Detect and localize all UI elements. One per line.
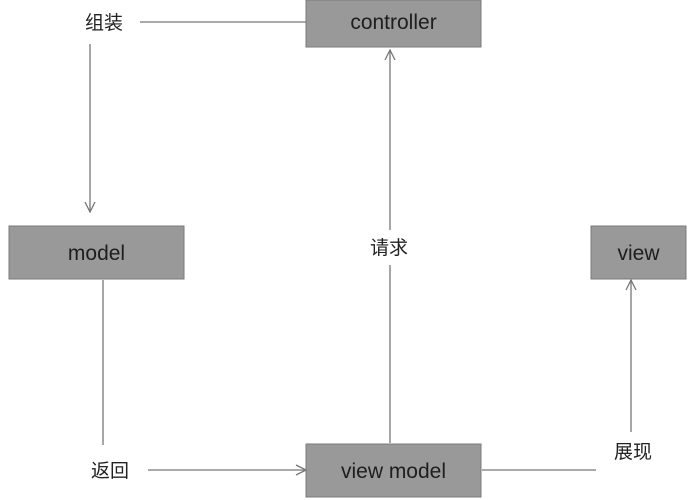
node-view: view	[590, 225, 687, 280]
edge-label-return: 返回	[91, 460, 129, 482]
node-model-label: model	[68, 242, 125, 265]
edge-label-request: 请求	[370, 237, 408, 259]
node-controller: controller	[305, 0, 482, 48]
node-view-label: view	[617, 242, 660, 265]
edge-label-assemble: 组装	[85, 12, 123, 34]
node-view-model-label: view model	[341, 460, 446, 483]
node-view-model: view model	[305, 443, 482, 498]
node-model: model	[8, 225, 185, 280]
node-controller-label: controller	[350, 11, 436, 34]
edge-label-display: 展现	[614, 442, 652, 463]
